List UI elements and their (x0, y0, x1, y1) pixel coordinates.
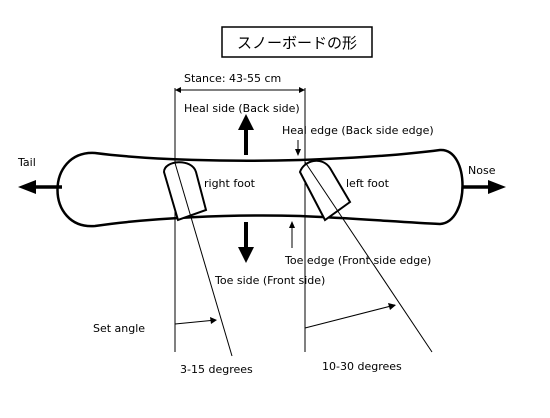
heal-side-label: Heal side (Back side) (184, 102, 300, 115)
diagram-title: スノーボードの形 (237, 34, 357, 52)
toe-side-arrow-icon (238, 247, 254, 263)
nose-label: Nose (468, 164, 496, 177)
left-angle-arc (304, 304, 396, 329)
heal-edge-label: Heal edge (Back side edge) (282, 124, 434, 137)
toe-edge-pointer-head (289, 221, 295, 228)
toe-side-label: Toe side (Front side) (214, 274, 325, 287)
snowboard-outline (56, 148, 464, 228)
right-angle-arc (174, 319, 217, 325)
left-foot-angle-line (304, 161, 433, 353)
tail-label: Tail (17, 156, 36, 169)
stance-label: Stance: 43-55 cm (184, 72, 281, 85)
nose-arrow-icon (488, 180, 506, 194)
right-foot-label: right foot (204, 177, 256, 190)
tail-arrow-icon (18, 180, 36, 194)
set-angle-label: Set angle (93, 322, 145, 335)
left-angle-arrowhead (388, 303, 396, 310)
left-foot-binding (298, 159, 352, 222)
toe-edge-label: Toe edge (Front side edge) (284, 254, 431, 267)
heal-side-arrow-icon (238, 114, 254, 130)
left-angle-range-label: 10-30 degrees (322, 360, 402, 373)
right-foot-binding (162, 161, 208, 222)
left-foot-label: left foot (346, 177, 390, 190)
title-box (221, 26, 373, 58)
right-foot-angle-line (174, 162, 233, 357)
heal-edge-pointer-head (295, 149, 301, 156)
right-angle-arrowhead (210, 317, 217, 324)
right-angle-range-label: 3-15 degrees (180, 363, 253, 376)
